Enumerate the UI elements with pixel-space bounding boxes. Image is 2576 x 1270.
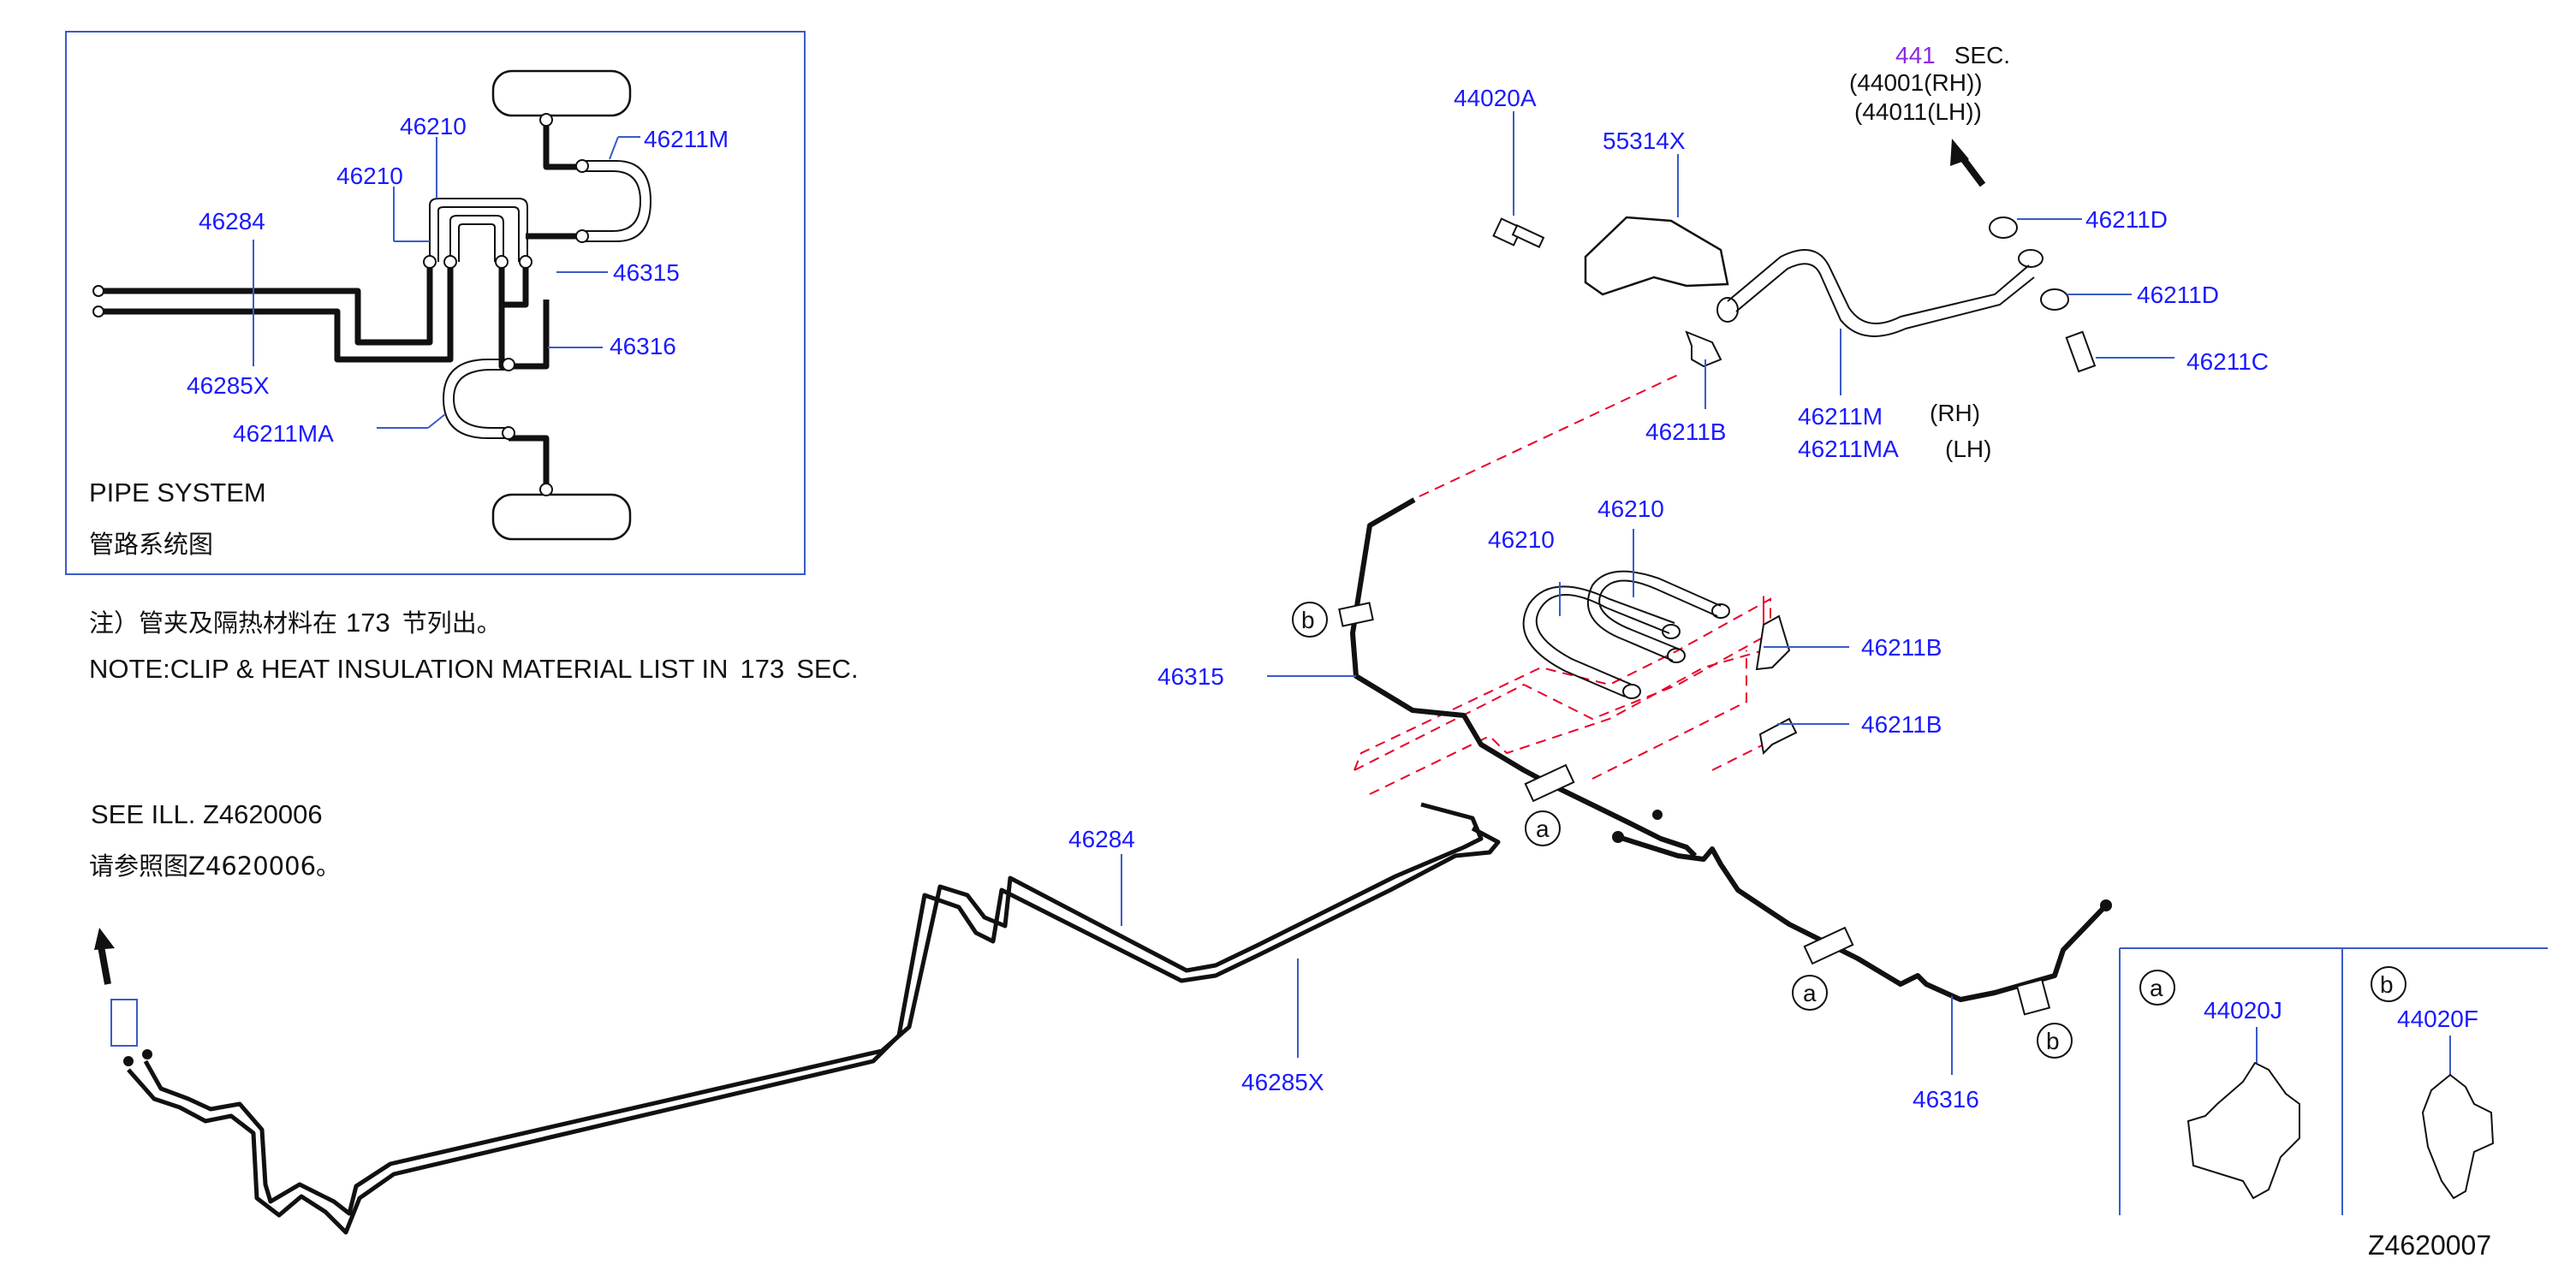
bolt-44020a [1492, 217, 1545, 248]
inset-frame [65, 31, 806, 575]
clamp-a-1 [1524, 763, 1575, 803]
label-55314x: 55314X [1603, 128, 1686, 154]
left-pipe-end [94, 928, 152, 1066]
detail-box: a b 44020J 44020F [2119, 947, 2548, 1215]
inset-label-46316: 46316 [610, 333, 676, 359]
clamp-b-2 [2015, 978, 2051, 1016]
inset-pipe-upper-riser [543, 116, 582, 170]
inset-label-46284: 46284 [199, 208, 265, 234]
pipe-system-inset: 46210 46210 46211M 46284 46315 46316 462… [65, 31, 806, 575]
label-46211d-2: 46211D [2137, 282, 2219, 308]
inset-hose-46211m [582, 160, 652, 242]
label-46211ma: 46211MA [1798, 436, 1899, 462]
pipe-46315 [1350, 497, 1698, 858]
inset-pipe-lower-riser [509, 435, 550, 495]
pipe-46316 [1617, 834, 2109, 1002]
section-ref-lh: (44011(LH)) [1854, 98, 1982, 125]
label-46211m: 46211M [1798, 403, 1883, 430]
inset-title-en: PIPE SYSTEM [89, 478, 266, 507]
inset-hose-46210-outer [429, 198, 528, 262]
inset-reservoir-bottom [491, 493, 632, 541]
bolt-46211c [2065, 330, 2097, 373]
clamp-b-1 [1338, 602, 1374, 627]
inset-hose-46210-inner [449, 215, 504, 262]
inset-label-46210-a: 46210 [400, 113, 467, 139]
clips-46211b [1685, 330, 1798, 756]
arrow-to-441 [1950, 139, 1986, 187]
washer-46211d-1 [1989, 217, 2018, 239]
detail-part-44020f: 44020F [2397, 1006, 2478, 1032]
label-46316: 46316 [1913, 1086, 1979, 1113]
detail-label-b: b [2380, 971, 2394, 998]
inset-label-46211m: 46211M [644, 126, 729, 152]
label-46210-1: 46210 [1488, 526, 1555, 553]
callout-a-2: a [1803, 980, 1817, 1006]
clip-44020j [2186, 1061, 2300, 1200]
hoses-46210 [1522, 570, 1730, 699]
inset-label-46315: 46315 [613, 259, 680, 286]
label-46211b-2: 46211B [1861, 634, 1942, 661]
callout-b-1: b [1301, 607, 1315, 633]
label-46211c: 46211C [2186, 348, 2269, 375]
inset-title-cn: 管路系统图 [89, 530, 213, 559]
label-46285x: 46285X [1241, 1069, 1324, 1095]
inset-pipe-46284 [98, 262, 433, 346]
clip-44020f [2421, 1073, 2495, 1200]
clamp-a-2 [1803, 926, 1854, 965]
detail-label-a: a [2150, 975, 2163, 1001]
label-46211b-1: 46211B [1645, 418, 1726, 445]
callout-b-2: b [2046, 1028, 2060, 1054]
bracket-55314x [1584, 216, 1729, 296]
label-rh: (RH) [1930, 400, 1980, 426]
label-lh: (LH) [1945, 436, 1991, 462]
section-ref-rh: (44001(RH)) [1849, 69, 1983, 96]
inset-label-46211ma: 46211MA [233, 420, 334, 447]
see-ill-cn: 请参照图Z4620006。 [89, 852, 341, 881]
label-44020a: 44020A [1454, 85, 1537, 111]
inset-pipe-46315 [498, 262, 529, 308]
inset-pipe-46285x [98, 262, 454, 363]
see-ill-en: SEE ILL. Z4620006 [91, 799, 323, 829]
label-46284: 46284 [1068, 826, 1135, 852]
label-46211d-1: 46211D [2085, 206, 2168, 233]
washer-46211d-2 [2040, 288, 2069, 311]
inset-hose-46211ma [442, 359, 509, 439]
label-46211b-3: 46211B [1861, 711, 1942, 738]
inset-reservoir-top [491, 69, 632, 117]
label-46315: 46315 [1157, 663, 1224, 690]
label-46210-2: 46210 [1597, 496, 1664, 522]
inset-label-46210-b: 46210 [336, 163, 403, 189]
inset-label-46285x: 46285X [187, 372, 270, 399]
callout-a-1: a [1536, 816, 1550, 842]
note-en: NOTE:CLIP & HEAT INSULATION MATERIAL LIS… [89, 654, 859, 684]
pipe-46284-46285x [127, 802, 1501, 1235]
detail-part-44020j: 44020J [2204, 997, 2282, 1024]
figure-id: Z4620007 [2368, 1230, 2491, 1261]
brake-hose-46211m [1716, 249, 2044, 337]
